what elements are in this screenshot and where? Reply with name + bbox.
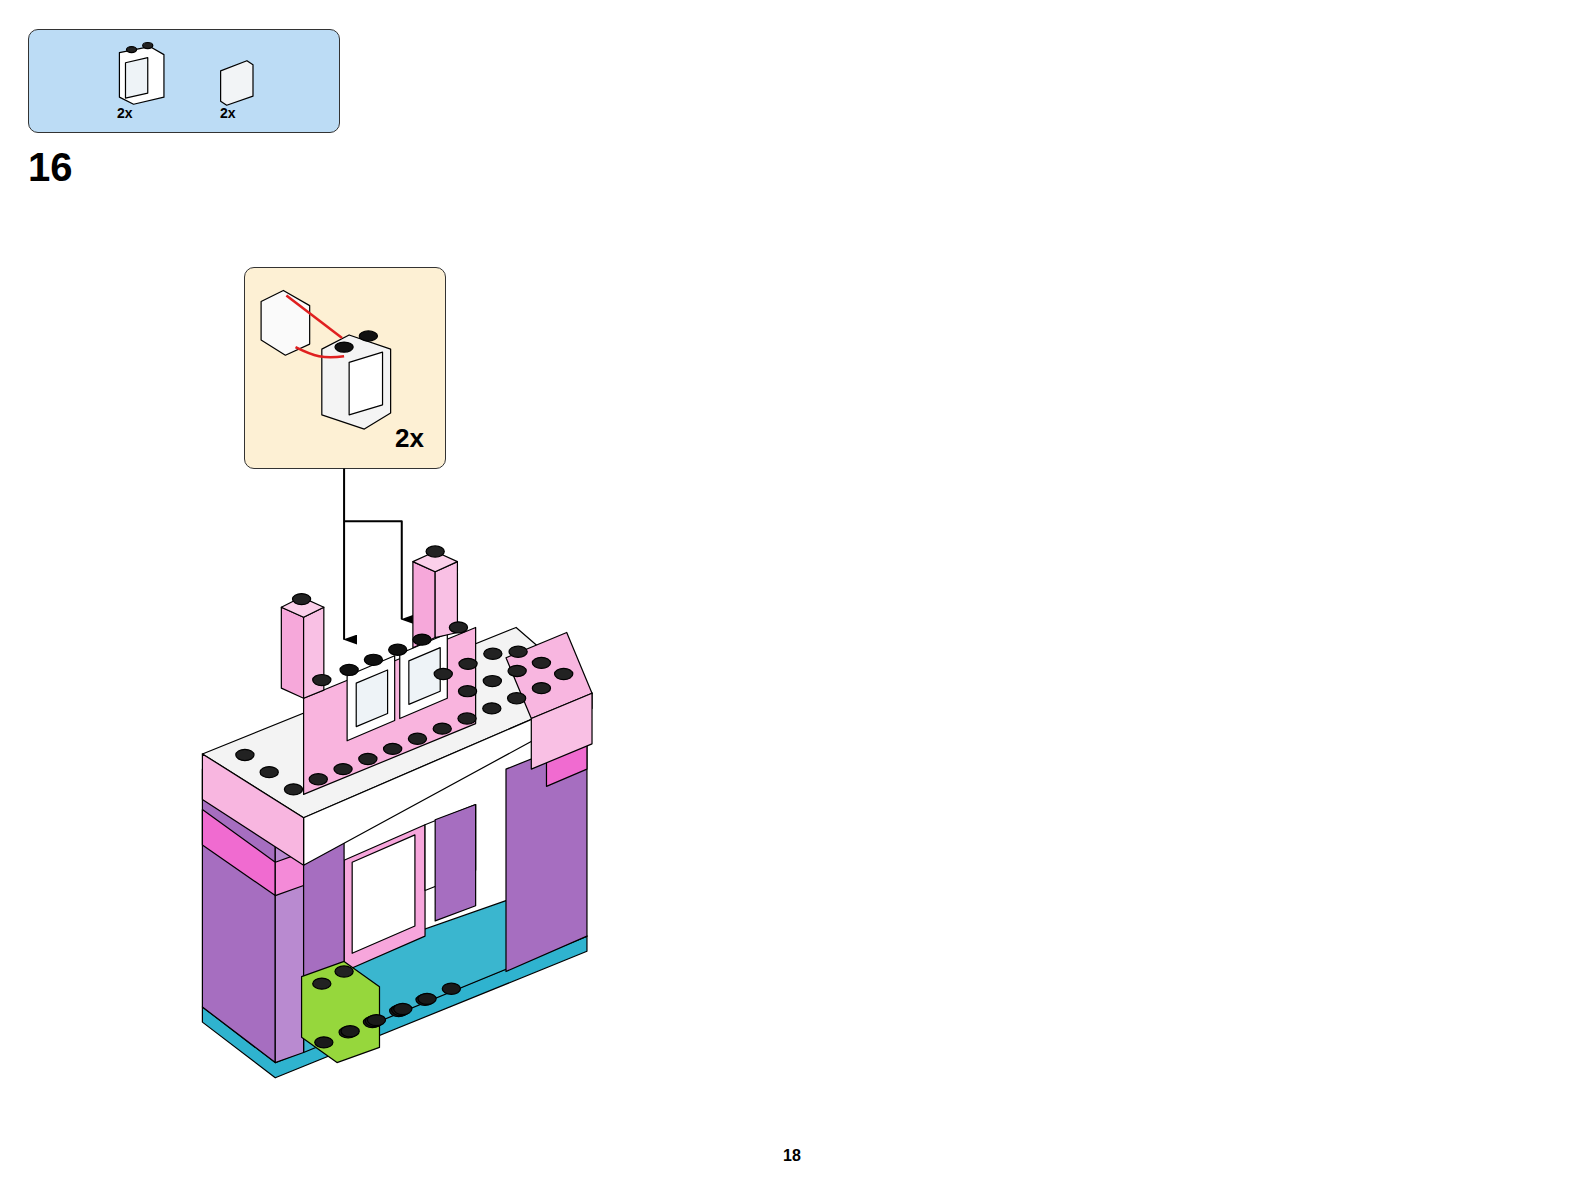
- quantity-label: 2x: [220, 106, 236, 120]
- stud: [484, 648, 502, 659]
- stud: [532, 657, 550, 668]
- stud: [365, 1016, 383, 1027]
- page-number: 18: [783, 1148, 801, 1164]
- stud: [340, 664, 358, 675]
- assembly-arrow: [344, 469, 402, 640]
- stud: [359, 753, 377, 764]
- stud: [309, 774, 327, 785]
- stud: [392, 1004, 410, 1015]
- stud: [236, 749, 254, 760]
- stud: [459, 658, 477, 669]
- stud: [532, 683, 550, 694]
- quantity-label: 2x: [117, 106, 133, 120]
- stud: [555, 668, 573, 679]
- stud: [390, 1005, 408, 1016]
- stud: [449, 622, 467, 633]
- stud: [335, 966, 353, 977]
- stud: [384, 743, 402, 754]
- stud: [442, 983, 460, 994]
- stud: [416, 994, 434, 1005]
- parts-list-panel: 2x 2x: [28, 29, 340, 133]
- stud: [408, 733, 426, 744]
- stud: [292, 594, 310, 605]
- stud: [508, 665, 526, 676]
- stud: [458, 713, 476, 724]
- stud: [313, 674, 331, 685]
- stud: [315, 1037, 333, 1048]
- stud: [260, 767, 278, 778]
- stud: [389, 644, 407, 655]
- stud: [394, 1003, 412, 1014]
- stud: [334, 764, 352, 775]
- stud: [508, 693, 526, 704]
- stud: [341, 1026, 359, 1037]
- stud: [433, 723, 451, 734]
- stud: [509, 646, 527, 657]
- stud: [483, 703, 501, 714]
- stud: [413, 634, 431, 645]
- stud: [418, 993, 436, 1004]
- stud: [284, 784, 302, 795]
- quantity-label: 2x: [395, 425, 424, 451]
- stud: [483, 676, 501, 687]
- stud: [364, 654, 382, 665]
- stud: [339, 1027, 357, 1038]
- stud: [426, 546, 444, 557]
- stud: [367, 1015, 385, 1026]
- castle-model: [202, 552, 592, 1078]
- stud: [313, 978, 331, 989]
- callout-box: 2x: [244, 267, 446, 469]
- stud: [434, 668, 452, 679]
- stud: [458, 686, 476, 697]
- stud: [363, 1017, 381, 1028]
- step-number: 16: [28, 147, 73, 187]
